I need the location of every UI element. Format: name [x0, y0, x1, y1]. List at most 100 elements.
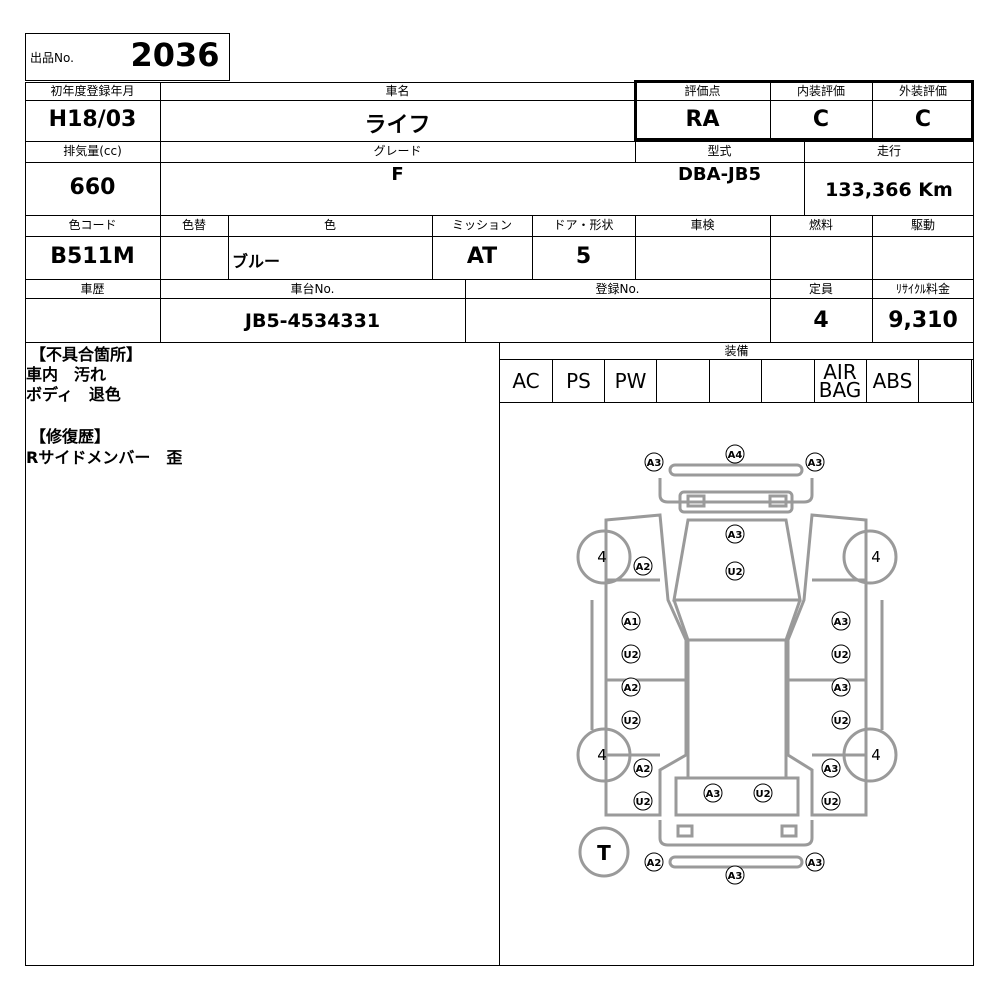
mileage-label: 走行: [876, 144, 901, 158]
recycle-fee-label: ﾘｻｲｸﾙ料金: [895, 282, 950, 296]
tire-front-left: 4: [597, 548, 607, 566]
fuel-label: 燃料: [808, 218, 833, 232]
lot-number: 2036: [130, 36, 220, 74]
color-code-value: B511M: [50, 244, 135, 269]
color-code-label: 色コード: [68, 218, 117, 232]
exterior-grade-label: 外装評価: [898, 84, 947, 98]
svg-text:A2: A2: [636, 764, 651, 775]
damage-mark-right-rear-door-2: U2: [831, 710, 851, 730]
equip-slot-5: [710, 360, 761, 402]
svg-text:A4: A4: [728, 450, 743, 461]
svg-text:A3: A3: [834, 683, 849, 694]
damage-mark-front-bumper-right: A3: [805, 452, 825, 472]
svg-text:A2: A2: [636, 562, 651, 573]
svg-text:A3: A3: [728, 871, 743, 882]
transmission-label: ミッション: [451, 218, 512, 232]
score-label: 評価点: [684, 84, 721, 98]
grade-label: グレード: [373, 144, 422, 158]
equip-ac: AC: [512, 369, 540, 393]
svg-text:U2: U2: [755, 789, 770, 800]
score-highlight-box: [634, 80, 974, 141]
recolor-label: 色替: [181, 218, 206, 232]
tire-rear-right: 4: [871, 746, 881, 764]
equip-ps: PS: [566, 369, 591, 393]
damage-mark-front-bumper-left: A3: [644, 452, 664, 472]
svg-text:U2: U2: [623, 650, 638, 661]
exterior-grade-value: C: [914, 107, 932, 132]
chassis-number-value: JB5-4534331: [244, 310, 381, 332]
damage-mark-back-door-1: A3: [703, 783, 723, 803]
recycle-fee-value: 9,310: [888, 308, 958, 333]
score-value: RA: [685, 107, 720, 132]
door-shape-label: ドア・形状: [553, 218, 614, 232]
equip-abs: ABS: [872, 369, 913, 393]
svg-text:U2: U2: [727, 567, 742, 578]
model-code-label: 型式: [707, 144, 732, 158]
car-damage-diagram: 4 4 4 4 T A3A4A3A3U2A2A1U2A2U2A3U2A3U2A2…: [576, 444, 898, 885]
svg-text:U2: U2: [833, 716, 848, 727]
color-value: ブルー: [232, 252, 281, 271]
defects-heading: 【不具合箇所】: [30, 345, 143, 364]
damage-mark-rear-right-quarter-2: U2: [821, 791, 841, 811]
displacement-label: 排気量(cc): [63, 144, 122, 158]
damage-mark-rear-bumper-center: A3: [725, 865, 745, 885]
svg-text:A3: A3: [824, 764, 839, 775]
spare-tire: T: [597, 841, 611, 865]
svg-text:U2: U2: [833, 650, 848, 661]
chassis-number-label: 車台No.: [290, 282, 335, 296]
transmission-value: AT: [466, 244, 498, 269]
grade-value: F: [391, 164, 404, 185]
svg-text:A2: A2: [624, 683, 639, 694]
damage-mark-front-left-fender: A2: [633, 556, 653, 576]
damage-mark-left-front-door-1: A1: [621, 611, 641, 631]
door-shape-value: 5: [575, 244, 592, 269]
inspection-label: 車検: [690, 218, 715, 232]
defect-item: ボディ 退色: [26, 385, 121, 404]
drive-label: 駆動: [910, 218, 935, 232]
damage-mark-left-front-door-2: U2: [621, 644, 641, 664]
damage-mark-right-front-door-2: U2: [831, 644, 851, 664]
equip-slot-9: [919, 360, 972, 402]
damage-mark-back-door-2: U2: [753, 783, 773, 803]
interior-grade-value: C: [812, 107, 830, 132]
reg-date-value: H18/03: [48, 107, 137, 132]
damage-mark-rear-right-quarter-1: A3: [821, 758, 841, 778]
damage-mark-rear-bumper-left: A2: [644, 852, 664, 872]
equip-slot-6: [762, 360, 814, 402]
tire-rear-left: 4: [597, 746, 607, 764]
damage-mark-hood-2: U2: [725, 561, 745, 581]
damage-mark-left-rear-door-1: A2: [621, 677, 641, 697]
repair-heading: 【修復歴】: [30, 427, 111, 446]
svg-text:A3: A3: [728, 530, 743, 541]
damage-mark-right-rear-door-1: A3: [831, 677, 851, 697]
defect-item: 車内 汚れ: [26, 365, 107, 384]
svg-text:A3: A3: [834, 617, 849, 628]
lot-label: 出品No.: [30, 51, 74, 65]
displacement-value: 660: [69, 175, 116, 200]
svg-text:A1: A1: [624, 617, 639, 628]
damage-mark-rear-left-quarter-2: U2: [633, 791, 653, 811]
mileage-value: 133,366 Km: [825, 179, 953, 201]
svg-text:A3: A3: [808, 458, 823, 469]
plate-number-label: 登録No.: [595, 282, 640, 296]
equipment-label: 装備: [724, 344, 749, 358]
svg-text:A3: A3: [706, 789, 721, 800]
svg-text:A3: A3: [647, 458, 662, 469]
damage-mark-left-rear-door-2: U2: [621, 710, 641, 730]
lot-number-box: [25, 33, 230, 81]
tire-front-right: 4: [871, 548, 881, 566]
capacity-value: 4: [813, 308, 829, 333]
repair-item: Rサイドメンバー 歪: [26, 448, 183, 467]
equip-slot-4: [657, 360, 709, 402]
svg-text:A3: A3: [808, 858, 823, 869]
car-name-label: 車名: [385, 84, 410, 98]
equip-pw: PW: [614, 369, 647, 393]
car-name-value: ライフ: [364, 113, 431, 138]
damage-mark-rear-bumper-right: A3: [805, 852, 825, 872]
history-label: 車歴: [80, 282, 105, 296]
svg-text:A2: A2: [647, 858, 662, 869]
damage-mark-rear-left-quarter-1: A2: [633, 758, 653, 778]
model-code-value: DBA-JB5: [677, 164, 761, 185]
svg-text:U2: U2: [623, 716, 638, 727]
reg-date-label: 初年度登録年月: [50, 84, 135, 98]
